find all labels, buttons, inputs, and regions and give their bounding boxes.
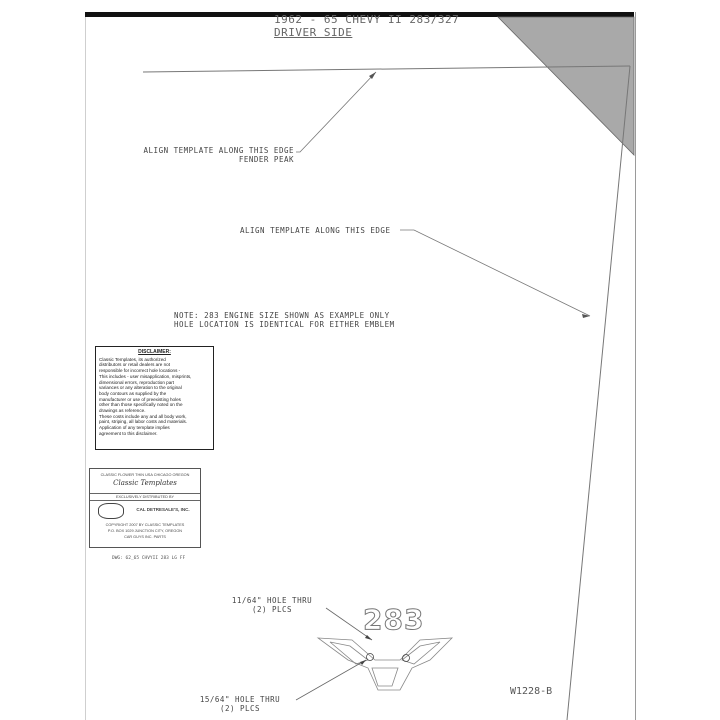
align-edge-leader [400,229,591,317]
disclaimer-box: DISCLAIMER: Classic Templates, its autho… [95,346,214,450]
hole-callout-lower-line-1: 15/64" HOLE THRU [199,695,281,704]
part-code: W1228-B [510,686,553,697]
hole-callout-lower: 15/64" HOLE THRU (2) PLCS [190,695,290,713]
hole-upper-leader [325,607,373,641]
template-sheet [85,12,636,720]
manufacturer-logo-box: CLASSIC FLOWER THIN USA CHICAGO OREGON C… [89,468,201,548]
engine-size-note-line-2: HOLE LOCATION IS IDENTICAL FOR EITHER EM… [174,320,395,329]
fender-peak-callout-line-2: FENDER PEAK [238,155,294,164]
footer-line: P.O. BOX 1029 JUNCTION CITY, OREGON [107,529,183,533]
logo-top-text: CLASSIC FLOWER THIN USA CHICAGO OREGON [100,473,190,477]
hole-callout-lower-line-2: (2) PLCS [219,704,261,713]
align-edge-callout: ALIGN TEMPLATE ALONG THIS EDGE [240,226,391,235]
dealer-name: CAL DETRESALE'S, INC. [136,507,190,512]
disclaimer-line: drawings as reference. [99,408,146,414]
disclaimer-line: agreement to this disclaimer. [99,430,158,436]
disclaimer-line: paint, striping, all labor costs and mat… [99,419,188,425]
footer-line: COPYRIGHT 2007 BY CLASSIC TEMPLATES [105,523,185,527]
disclaimer-line: These costs include any and all body wor… [99,413,187,419]
fender-peak-callout-line-1: ALIGN TEMPLATE ALONG THIS EDGE [143,146,294,155]
disclaimer-line: distributors or retail dealers are not [99,362,170,368]
disclaimer-line: other than those specifically noted on t… [99,402,183,408]
disclaimer-line: variances or any alteration to the origi… [99,385,182,391]
emblem-engine-number: 283 [362,603,425,637]
hole-marker-left [366,653,374,661]
brand-logo: Classic Templates [113,479,177,487]
engine-size-note: NOTE: 283 ENGINE SIZE SHOWN AS EXAMPLE O… [174,311,395,329]
right-alignment-edge-line [566,65,631,720]
disclaimer-line: Classic Templates, its authorized [99,356,166,362]
hole-lower-leader [295,659,367,701]
emblem-outline [316,637,454,691]
drawing-number: DWG: 62_65 CHVYII 283 LG FF [112,556,186,561]
disclaimer-heading: DISCLAIMER: [138,349,171,355]
hole-callout-upper-line-2: (2) PLCS [251,605,293,614]
template-title: 1962 - 65 CHEVY II 283/327 DRIVER SIDE [274,13,459,39]
title-line-1: 1962 - 65 CHEVY II 283/327 [274,13,460,26]
hole-marker-right [402,654,410,662]
disclaimer-line: manufacturer or use of preexisting holes [99,396,181,402]
disclaimer-line: This includes - user misapplication, mis… [99,373,192,379]
disclaimer-line: body contours as supplied by the [99,390,167,396]
distributor-text: EXCLUSIVELY DISTRIBUTED BY [90,493,200,501]
sheet-top-border [85,12,634,17]
fender-peak-edge-line [142,65,631,73]
disclaimer-line: responsible for incorrect hole locations… [99,368,181,374]
disclaimer-line: Application of any template implies [99,425,170,431]
fender-peak-callout: ALIGN TEMPLATE ALONG THIS EDGE FENDER PE… [110,146,294,164]
fender-peak-leader [296,71,377,153]
hole-callout-upper-line-1: 11/64" HOLE THRU [231,596,313,605]
footer-line: CAR GUYS INC. PARTS [124,535,166,539]
hole-callout-upper: 11/64" HOLE THRU (2) PLCS [222,596,322,614]
engine-size-note-line-1: NOTE: 283 ENGINE SIZE SHOWN AS EXAMPLE O… [174,311,390,320]
dealer-logo-icon [98,503,124,519]
disclaimer-line: dimensional errors, reproduction part [99,379,175,385]
title-line-2: DRIVER SIDE [274,26,353,39]
corner-reference-triangle [497,16,635,156]
